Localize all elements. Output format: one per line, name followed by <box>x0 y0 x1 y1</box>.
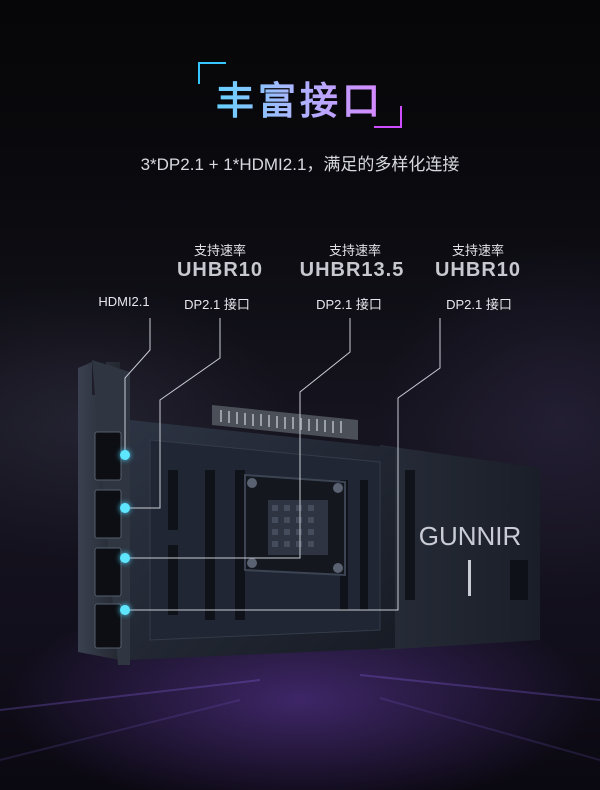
pcie-contacts <box>220 410 342 433</box>
port-label-hdmi: HDMI2.1 <box>98 294 150 309</box>
port-marker-dp-1 <box>120 503 130 513</box>
title-bracket-bottom-right <box>374 106 402 128</box>
speed-label-3: 支持速率 <box>451 243 504 258</box>
section-title-frame: 丰富接口 <box>198 62 402 128</box>
speed-label-1: 支持速率 <box>193 243 246 258</box>
speed-value-3: UHBR10 <box>434 259 522 281</box>
port-label-dp-1: DP2.1 接口 <box>184 297 250 312</box>
floor-light-streaks <box>0 674 600 761</box>
gpu-x-bracket <box>244 473 346 577</box>
port-marker-dp-2 <box>120 553 130 563</box>
speed-label-2: 支持速率 <box>328 243 381 258</box>
callout-lines <box>124 318 441 611</box>
port-marker-dp-3 <box>120 605 130 615</box>
brand-logo: GUNNIR <box>419 521 522 551</box>
speed-value-1: UHBR10 <box>176 259 264 281</box>
speed-value-2: UHBR13.5 <box>299 259 405 281</box>
subtitle: 3*DP2.1 + 1*HDMI2.1，满足的多样化连接 <box>140 155 460 174</box>
port-label-dp-2: DP2.1 接口 <box>316 297 382 312</box>
io-bracket <box>78 360 130 665</box>
port-marker-hdmi <box>120 450 130 460</box>
title-bracket-top-left <box>198 62 226 84</box>
port-label-dp-3: DP2.1 接口 <box>446 297 512 312</box>
section-title: 丰富接口 <box>198 70 402 125</box>
